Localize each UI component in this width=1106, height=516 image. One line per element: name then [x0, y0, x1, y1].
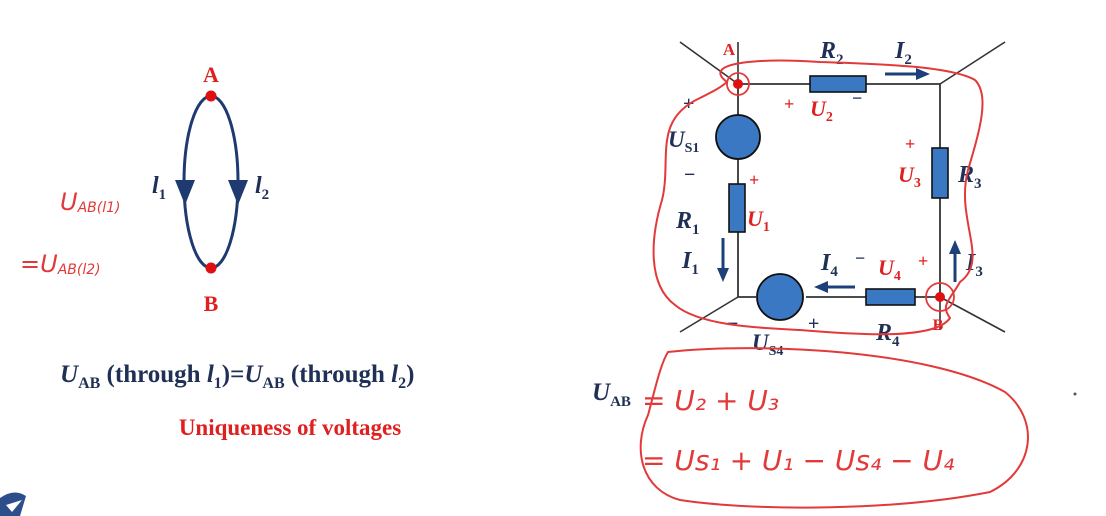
path2-label: l2: [255, 173, 269, 203]
path1-label: l1: [152, 173, 166, 203]
u2-plus: +: [784, 94, 794, 114]
resistor-r4: [865, 288, 916, 306]
two-path-loop: A B l1 l2: [152, 62, 269, 316]
path2-arrow: [228, 180, 248, 205]
u3-label: U3: [898, 162, 921, 191]
i4-label: I4: [820, 250, 838, 280]
voltage-formula: UAB (through l1)=UAB (through l2): [60, 361, 414, 392]
u2-label: U2: [810, 96, 833, 125]
node-a-label: A: [203, 62, 219, 87]
u2-minus: −: [852, 88, 862, 108]
resistor-r1: [728, 183, 746, 233]
u4-label: U4: [878, 255, 901, 284]
stub-a-upper-left: [679, 41, 739, 85]
node-b-label: B: [933, 317, 944, 334]
uab-label: UAB: [592, 379, 631, 410]
handwritten-equation-line1: = U₂ + U₃: [642, 384, 779, 417]
node-a-dot: [205, 90, 217, 102]
path1-arrow: [175, 180, 195, 205]
arrow-i2: [885, 68, 930, 80]
us1-label: US1: [668, 127, 699, 156]
i4-minus: −: [855, 248, 865, 268]
loop-wires: [737, 83, 941, 298]
us4-label: US4: [752, 330, 783, 359]
handwritten-note-left: UAB(l1) =UAB(l2): [20, 188, 120, 278]
node-b-circle-mark: [925, 282, 955, 312]
circuit: A B R2 I2 + U2 − + US1 − + U3 R3 + U1 R1…: [668, 38, 1006, 359]
voltage-source-us4: [756, 273, 804, 321]
arrow-i1: [717, 238, 729, 282]
voltage-source-us1: [715, 114, 761, 160]
stub-b-right: [939, 296, 1006, 333]
r1-label: R1: [675, 208, 700, 238]
r4-label: R4: [875, 320, 900, 350]
uniqueness-caption: Uniqueness of voltages: [179, 415, 401, 440]
arrow-i3: [949, 240, 961, 282]
us1-minus: −: [684, 164, 695, 186]
handwritten-equation-ellipse: [639, 347, 1029, 509]
r3-label: R3: [957, 162, 982, 192]
stub-tr: [939, 41, 1006, 85]
node-a-label: A: [723, 40, 736, 59]
i2-label: I2: [894, 38, 912, 68]
node-b-label: B: [204, 291, 219, 316]
us4-plus: +: [808, 313, 819, 335]
u1-plus: +: [749, 170, 759, 190]
resistor-r3: [931, 147, 949, 199]
u4-plus: +: [918, 251, 928, 271]
node-b-dot: [205, 262, 217, 274]
handwriting-line1: UAB(l1): [60, 188, 120, 216]
stub-bl: [679, 296, 739, 333]
node-a-circle-mark: [726, 72, 750, 96]
r2-label: R2: [819, 38, 844, 68]
app-logo-icon: [0, 492, 26, 516]
handwritten-equation-line2: = Us₁ + U₁ − Us₄ − U₄: [642, 444, 954, 477]
resistor-r2: [809, 75, 867, 93]
handwritten-loop-path: [652, 59, 984, 336]
u3-plus: +: [905, 134, 915, 154]
u1-label: U1: [747, 206, 770, 235]
arrow-i4: [814, 281, 855, 293]
i1-label: I1: [681, 248, 699, 278]
stray-dot: [1073, 392, 1077, 396]
handwriting-line2: =UAB(l2): [20, 250, 101, 278]
node-b-dot: [935, 292, 945, 302]
node-a-dot: [733, 79, 743, 89]
